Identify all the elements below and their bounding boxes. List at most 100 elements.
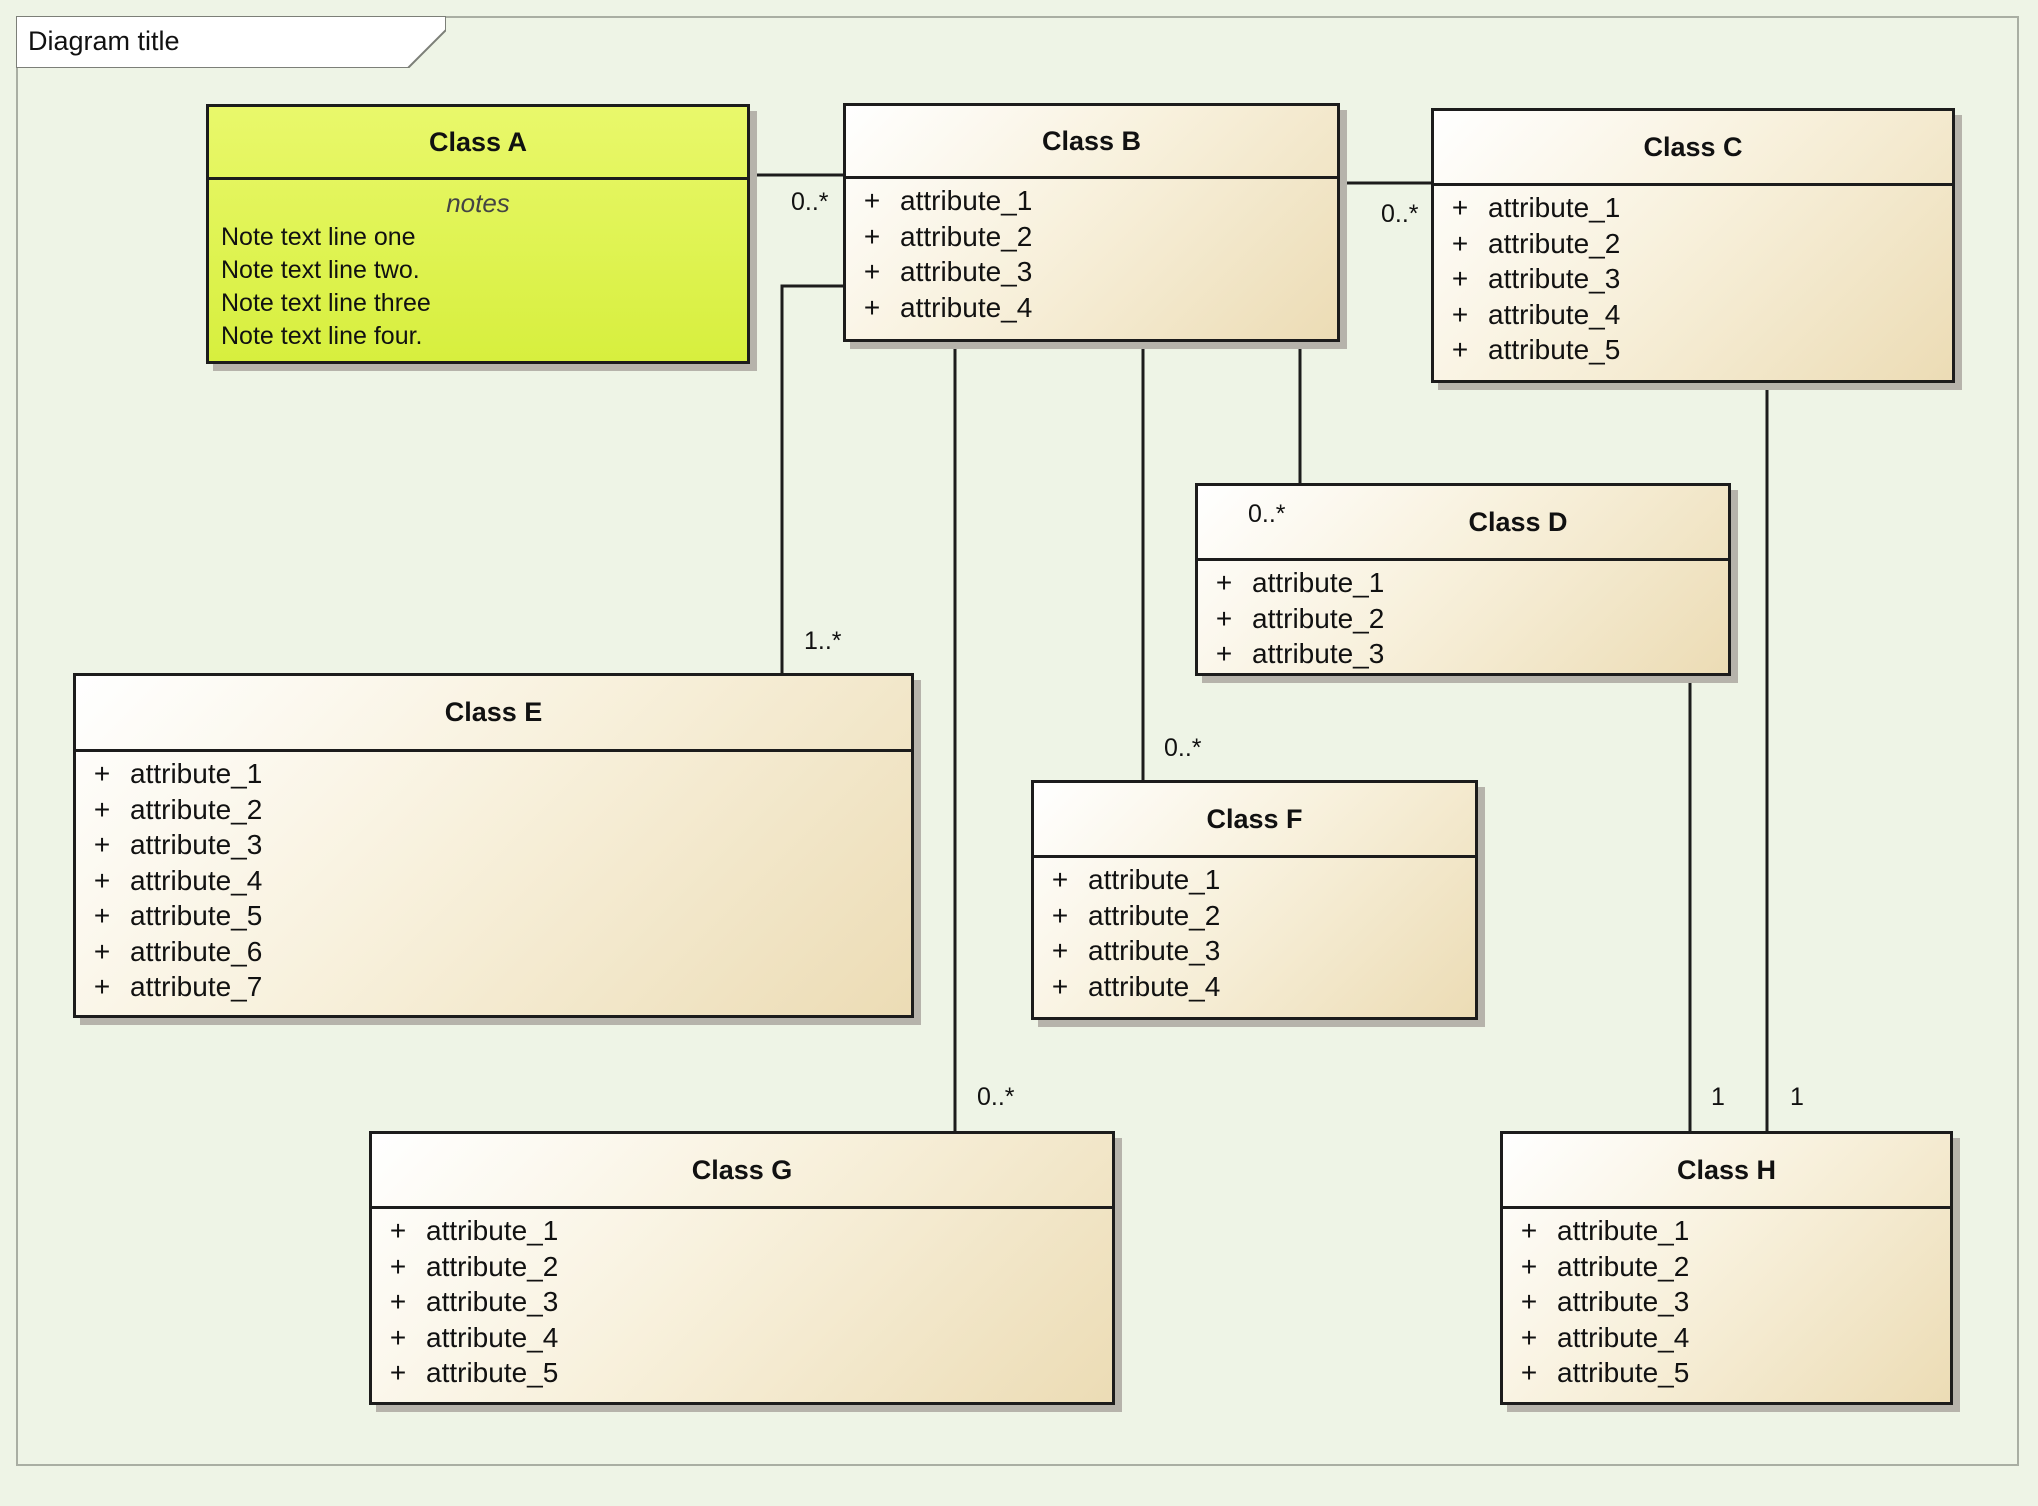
class-c-title: Class C — [1434, 111, 1952, 186]
public-visibility-marker: + — [863, 220, 881, 252]
public-visibility-marker: + — [1451, 263, 1469, 294]
class-b-attributes: +attribute_1+attribute_2+attribute_3+att… — [846, 179, 1337, 325]
attribute-name: attribute_4 — [1088, 970, 1221, 1002]
attribute-row: +attribute_1 — [1198, 565, 1728, 601]
public-visibility-marker: + — [93, 758, 111, 789]
attribute-name: attribute_2 — [130, 793, 263, 825]
attribute-row: +attribute_1 — [1434, 190, 1952, 226]
attribute-name: attribute_7 — [130, 971, 263, 1002]
attribute-name: attribute_3 — [900, 256, 1033, 287]
multiplicity-class-g: 0..* — [977, 1083, 1015, 1111]
public-visibility-marker: + — [1451, 227, 1469, 259]
attribute-name: attribute_4 — [130, 864, 263, 896]
public-visibility-marker: + — [93, 935, 111, 967]
attribute-row: + attribute_3 — [1434, 261, 1952, 297]
public-visibility-marker: + — [863, 185, 881, 216]
attribute-row: +attribute_3 — [1198, 636, 1728, 672]
multiplicity-class-h-1: 1 — [1711, 1083, 1725, 1111]
public-visibility-marker: + — [389, 1250, 407, 1282]
diagram-frame — [16, 16, 2019, 1466]
attribute-row: + attribute_3 — [1034, 933, 1475, 969]
public-visibility-marker: + — [1520, 1215, 1538, 1246]
attribute-row: +attribute_2 — [1503, 1249, 1950, 1285]
attribute-name: attribute_2 — [1488, 227, 1621, 259]
class-g-title: Class G — [372, 1134, 1112, 1209]
public-visibility-marker: + — [1451, 334, 1469, 365]
attribute-row: + attribute_1 — [846, 183, 1337, 219]
public-visibility-marker: + — [1215, 602, 1233, 634]
class-d-box: Class D +attribute_1+attribute_2+attribu… — [1195, 483, 1731, 676]
public-visibility-marker: + — [1215, 638, 1233, 669]
attribute-row: + attribute_2 — [1034, 898, 1475, 934]
class-c-box: Class C +attribute_1+attribute_2+attribu… — [1431, 108, 1955, 383]
public-visibility-marker: + — [1051, 935, 1069, 966]
attribute-name: attribute_3 — [1488, 263, 1621, 294]
note-text: Note text line one Note text line two. N… — [221, 223, 431, 350]
attribute-row: +attribute_1 — [1034, 862, 1475, 898]
attribute-name: attribute_5 — [1557, 1357, 1690, 1388]
attribute-name: attribute_1 — [130, 758, 263, 789]
public-visibility-marker: + — [93, 900, 111, 931]
attribute-name: attribute_4 — [1488, 298, 1621, 330]
attribute-name: attribute_1 — [900, 185, 1033, 216]
class-g-box: Class G +attribute_1+attribute_2+attribu… — [369, 1131, 1115, 1405]
attribute-row: + attribute_4 — [76, 863, 911, 899]
public-visibility-marker: + — [1520, 1286, 1538, 1317]
public-visibility-marker: + — [389, 1357, 407, 1388]
multiplicity-note-class-b: 0..* — [791, 188, 829, 216]
attribute-name: attribute_6 — [130, 935, 263, 967]
attribute-row: +attribute_3 — [76, 827, 911, 863]
attribute-name: attribute_4 — [900, 291, 1033, 323]
multiplicity-class-e: 1..* — [804, 627, 842, 655]
attribute-name: attribute_4 — [1557, 1321, 1690, 1353]
attribute-row: + attribute_7 — [76, 969, 911, 1005]
public-visibility-marker: + — [389, 1321, 407, 1353]
attribute-name: attribute_3 — [1088, 935, 1221, 966]
multiplicity-class-f: 0..* — [1164, 734, 1202, 762]
attribute-row: + attribute_5 — [372, 1355, 1112, 1391]
attribute-name: attribute_2 — [1252, 602, 1385, 634]
attribute-row: + attribute_4 — [1434, 297, 1952, 333]
attribute-name: attribute_1 — [1088, 864, 1221, 895]
class-f-attributes: +attribute_1+attribute_2+attribute_3+att… — [1034, 858, 1475, 1004]
public-visibility-marker: + — [93, 793, 111, 825]
class-h-box: Class H +attribute_1+attribute_2+attribu… — [1500, 1131, 1953, 1405]
public-visibility-marker: + — [1520, 1321, 1538, 1353]
attribute-name: attribute_2 — [1088, 899, 1221, 931]
public-visibility-marker: + — [1451, 192, 1469, 223]
attribute-row: + attribute_2 — [1434, 226, 1952, 262]
class-h-attributes: +attribute_1+attribute_2+attribute_3+att… — [1503, 1209, 1950, 1391]
multiplicity-class-d: 0..* — [1248, 500, 1286, 528]
attribute-row: + attribute_2 — [372, 1249, 1112, 1285]
public-visibility-marker: + — [1520, 1357, 1538, 1388]
class-d-attributes: +attribute_1+attribute_2+attribute_3 — [1198, 561, 1728, 672]
public-visibility-marker: + — [1051, 899, 1069, 931]
attribute-name: attribute_1 — [1557, 1215, 1690, 1246]
attribute-name: attribute_5 — [426, 1357, 559, 1388]
diagram-title-tab: Diagram title — [16, 16, 446, 68]
multiplicity-class-b-class-c: 0..* — [1381, 200, 1419, 228]
class-h-title: Class H — [1503, 1134, 1950, 1209]
attribute-name: attribute_3 — [130, 829, 263, 860]
public-visibility-marker: + — [93, 971, 111, 1002]
class-g-attributes: +attribute_1+attribute_2+attribute_3+att… — [372, 1209, 1112, 1391]
attribute-row: + attribute_1 — [1503, 1213, 1950, 1249]
public-visibility-marker: + — [93, 864, 111, 896]
attribute-row: +attribute_1 — [372, 1213, 1112, 1249]
class-f-title: Class F — [1034, 783, 1475, 858]
public-visibility-marker: + — [1051, 970, 1069, 1002]
attribute-row: +attribute_3 — [372, 1284, 1112, 1320]
attribute-row: +attribute_3 — [846, 254, 1337, 290]
class-b-box: Class B +attribute_1+attribute_2+attribu… — [843, 103, 1340, 342]
multiplicity-class-h-2: 1 — [1790, 1083, 1804, 1111]
attribute-row: + attribute_4 — [1503, 1320, 1950, 1356]
class-f-box: Class F +attribute_1+attribute_2+attribu… — [1031, 780, 1478, 1020]
attribute-row: + attribute_1 — [76, 756, 911, 792]
public-visibility-marker: + — [389, 1286, 407, 1317]
class-e-box: Class E +attribute_1+attribute_2+attribu… — [73, 673, 914, 1018]
public-visibility-marker: + — [1451, 298, 1469, 330]
public-visibility-marker: + — [389, 1215, 407, 1246]
attribute-name: attribute_2 — [426, 1250, 559, 1282]
attribute-row: +attribute_4 — [846, 290, 1337, 326]
